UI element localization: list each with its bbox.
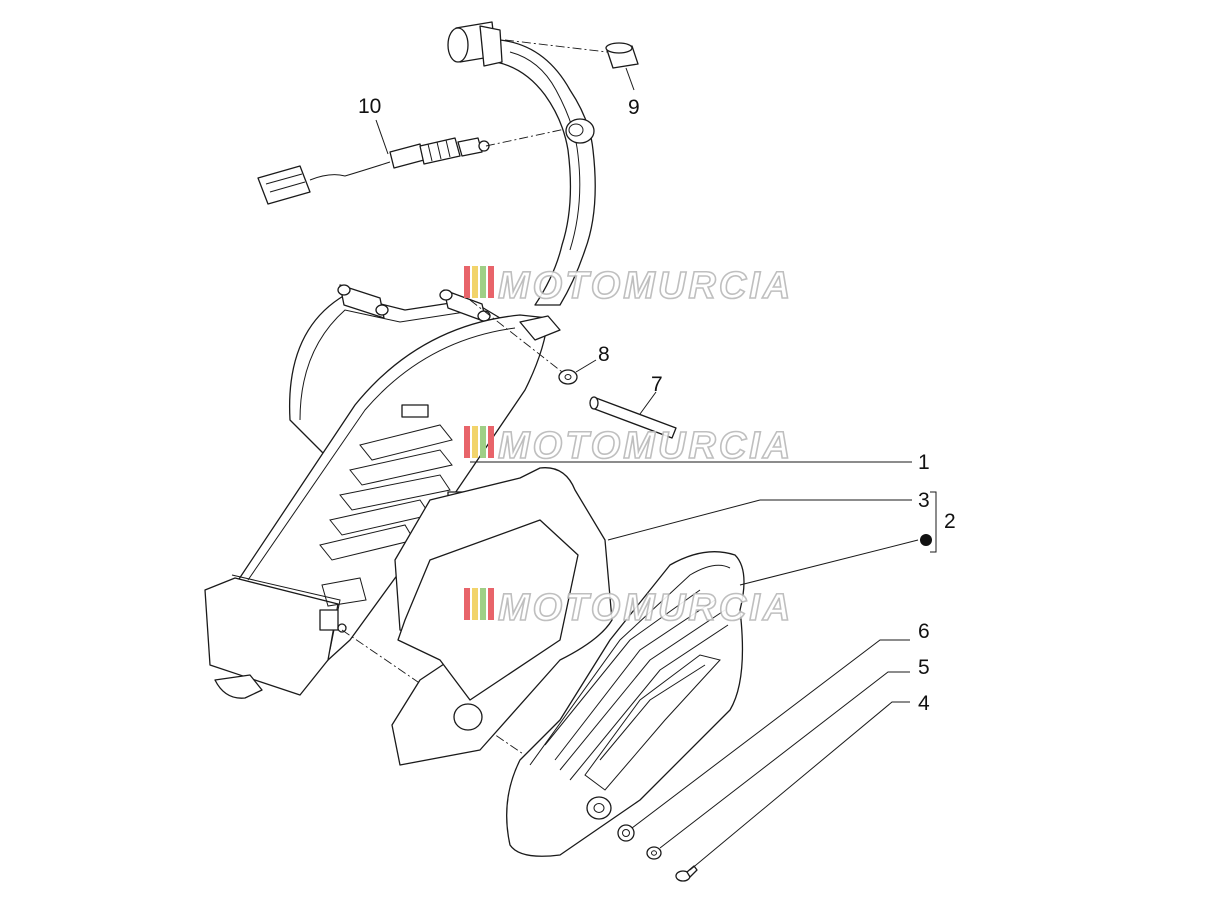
watermark-stripe [472, 266, 478, 298]
watermark-stripe [464, 426, 470, 458]
watermark-text: MOTOMURCIA [498, 265, 793, 307]
watermark-middle: MOTOMURCIA [464, 424, 793, 468]
leader-kit-2 [739, 539, 919, 586]
watermark-stripe [488, 266, 494, 298]
watermark-text: MOTOMURCIA [498, 425, 793, 467]
callout-5[interactable]: 5 [918, 656, 930, 679]
watermark-stripe [488, 588, 494, 620]
callout-2[interactable]: 2 [944, 510, 956, 533]
part-heat-shield-cover[interactable] [506, 551, 745, 857]
bracket-axis-line [469, 299, 567, 376]
callout-1[interactable]: 1 [918, 451, 930, 474]
leader-5 [659, 671, 910, 849]
watermark-bottom: MOTOMURCIA [464, 586, 793, 630]
watermark-stripe [464, 588, 470, 620]
leader-7 [639, 391, 657, 415]
part-10-oxygen-sensor[interactable] [257, 137, 490, 205]
leader-6 [631, 639, 910, 829]
watermark-stripe [472, 426, 478, 458]
part-1-muffler[interactable] [204, 284, 561, 699]
watermark-stripe [472, 588, 478, 620]
part-4-screw[interactable] [675, 865, 698, 882]
callout-3[interactable]: 3 [918, 489, 930, 512]
callout-8[interactable]: 8 [598, 343, 610, 366]
leader-10 [375, 119, 389, 155]
exhaust-manifold-pipe[interactable] [447, 21, 596, 306]
callout-7[interactable]: 7 [651, 373, 663, 396]
part-7-pin[interactable] [589, 396, 677, 439]
part-5-washer[interactable] [646, 846, 662, 860]
callout-10[interactable]: 10 [358, 95, 381, 118]
watermark-stripe [464, 266, 470, 298]
watermark-top: MOTOMURCIA [464, 264, 793, 308]
watermark-text: MOTOMURCIA [498, 587, 793, 629]
leader-9 [625, 67, 635, 91]
watermark-stripe [488, 426, 494, 458]
callout-4[interactable]: 4 [918, 692, 930, 715]
leader-3-a [607, 499, 761, 541]
callout-6[interactable]: 6 [918, 620, 930, 643]
part-9-sleeve[interactable] [605, 42, 639, 69]
watermark-stripe [480, 588, 486, 620]
sensor-axis-line [485, 127, 571, 147]
part-6-grommet[interactable] [617, 824, 635, 842]
leader-4 [689, 701, 910, 871]
kit-marker-dot [920, 534, 932, 546]
watermark-stripe [480, 426, 486, 458]
leader-8 [575, 359, 597, 373]
callout-9[interactable]: 9 [628, 96, 640, 119]
part-8-washer[interactable] [558, 369, 578, 385]
sleeve-axis-line [504, 39, 608, 53]
watermark-stripe [480, 266, 486, 298]
kit-2-bracket [930, 491, 937, 553]
